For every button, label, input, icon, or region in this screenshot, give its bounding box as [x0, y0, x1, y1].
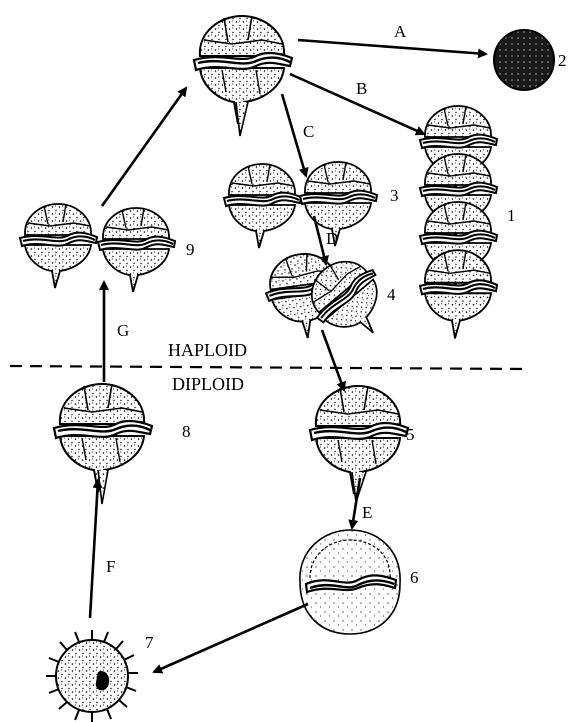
resting-cell-stage-6: [300, 530, 400, 634]
stage-number-4: 4: [387, 285, 396, 304]
arrow-label-f: F: [106, 557, 115, 576]
stage-number-7: 7: [145, 633, 154, 652]
stage-number-2: 2: [558, 51, 567, 70]
arrow-label-b: B: [356, 79, 367, 98]
arrow-to-5: [322, 330, 344, 390]
haploid-diploid-divider: [10, 366, 528, 369]
arrow-label-c: C: [303, 122, 314, 141]
stage-number-9: 9: [186, 240, 195, 259]
dark-cyst-stage-2: [494, 30, 554, 90]
arrow-9-to-top: [102, 88, 186, 206]
stage-number-5: 5: [406, 425, 415, 444]
stage-number-8: 8: [182, 422, 191, 441]
diploid-cell-stage-8: [54, 384, 152, 504]
arrow-label-d: D: [326, 229, 338, 248]
arrow-a: [298, 40, 486, 54]
arrow-f: [90, 480, 98, 618]
arrow-label-e: E: [362, 503, 372, 522]
region-label-diploid: DIPLOID: [172, 374, 244, 394]
central-cell: [194, 16, 292, 136]
stage-number-3: 3: [390, 186, 399, 205]
stage-number-1: 1: [507, 206, 516, 225]
stage-number-6: 6: [410, 568, 419, 587]
arrow-label-a: A: [394, 22, 407, 41]
arrow-6-to-7: [154, 604, 308, 672]
spiny-cyst-stage-7: [46, 630, 138, 722]
fusing-gametes-stage-4: [261, 246, 403, 354]
region-label-haploid: HAPLOID: [168, 340, 247, 360]
haploid-cells-stage-9: [20, 204, 175, 292]
gamete-pair-stage-3: [224, 162, 377, 248]
arrow-label-g: G: [117, 321, 129, 340]
cell-chain-stage-1: [420, 106, 497, 338]
